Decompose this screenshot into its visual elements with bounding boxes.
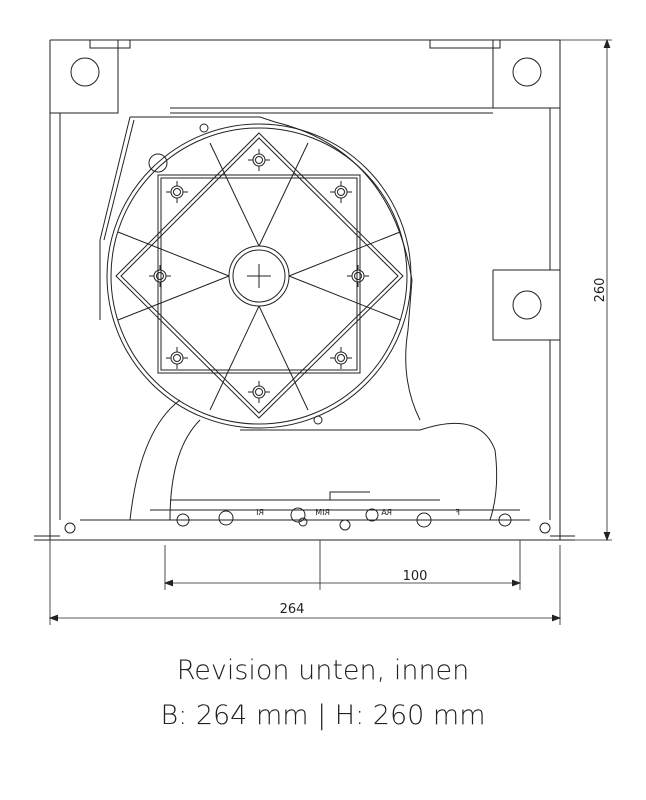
bolt	[252, 385, 266, 399]
caption-dimensions: B: 264 mm | H: 260 mm	[160, 700, 486, 731]
bolt	[248, 149, 270, 171]
mounting-hole	[512, 57, 542, 87]
label-f: F	[455, 508, 460, 517]
bolt	[255, 388, 263, 396]
bolt	[354, 272, 362, 280]
dimension-offset-label: 100	[403, 569, 428, 584]
mounting-hole	[70, 57, 100, 87]
part-labels: RI RIM RA F	[256, 508, 460, 517]
bolt	[170, 185, 184, 199]
dimension-height	[560, 38, 612, 542]
housing-frame	[34, 39, 575, 541]
bolt	[166, 347, 188, 369]
mounting-hole	[512, 290, 542, 320]
bottom-profile	[64, 507, 551, 534]
bolt	[255, 156, 263, 164]
dimension-offset	[163, 540, 522, 590]
bolt	[330, 181, 352, 203]
dimension-width	[48, 540, 562, 625]
bolt	[248, 381, 270, 403]
bolt	[330, 347, 352, 369]
bolt	[166, 181, 188, 203]
roller-bolts	[149, 149, 369, 403]
bolt	[153, 269, 167, 283]
bolt	[337, 188, 345, 196]
bolt	[351, 269, 365, 283]
bolt	[334, 351, 348, 365]
bolt	[334, 185, 348, 199]
bolt	[173, 354, 181, 362]
label-rim: RIM	[315, 508, 330, 517]
bolt	[347, 265, 369, 287]
bolt	[156, 272, 164, 280]
dimension-width-label: 264	[280, 602, 305, 617]
bolt	[149, 265, 171, 287]
bolt	[252, 153, 266, 167]
roller-wheel	[106, 123, 412, 429]
bolt	[173, 188, 181, 196]
bolt	[170, 351, 184, 365]
label-ra: RA	[381, 508, 392, 517]
roller-housing	[99, 116, 520, 521]
technical-drawing: RI RIM RA F 260 100 264	[34, 38, 612, 625]
label-ri: RI	[256, 508, 264, 517]
dimension-height-label: 260	[593, 278, 608, 303]
bolt	[337, 354, 345, 362]
caption-title: Revision unten, innen	[176, 655, 470, 686]
